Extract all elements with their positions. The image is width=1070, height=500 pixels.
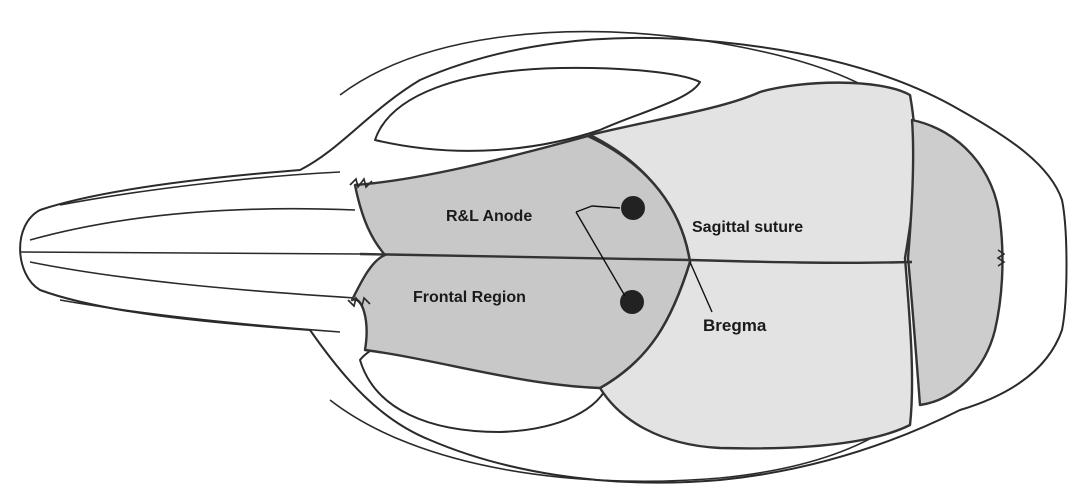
right-anode-marker <box>621 196 645 220</box>
frontal-region-label: Frontal Region <box>413 289 526 306</box>
bregma-label: Bregma <box>703 316 767 335</box>
sagittal-suture-label: Sagittal suture <box>692 219 803 236</box>
anode-label: R&L Anode <box>446 208 532 225</box>
